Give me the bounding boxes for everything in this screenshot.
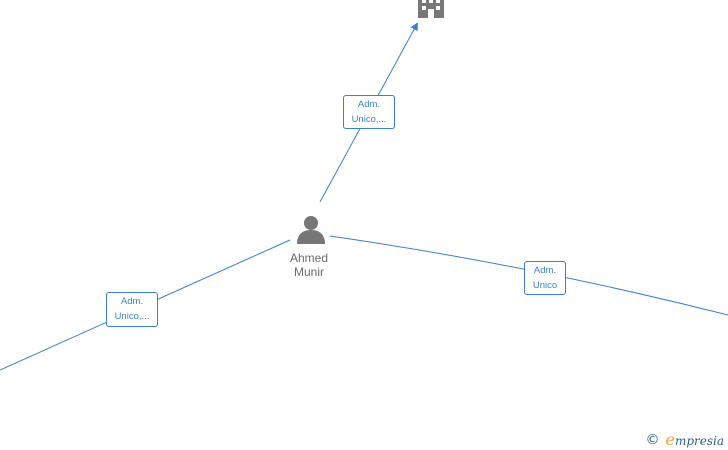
edge-label-left-line2: Unico,... <box>114 311 150 322</box>
person-last-name: Munir <box>293 265 324 279</box>
brand-logo: empresia <box>665 430 724 449</box>
edge-label-left[interactable]: Adm. Unico,... <box>106 292 158 327</box>
brand-initial: e <box>665 430 675 449</box>
edge-label-right-line2: Unico <box>532 280 558 291</box>
person-first-name: Ahmed <box>289 251 329 265</box>
edge-label-top[interactable]: Adm. Unico,... <box>343 95 395 129</box>
copyright-icon: © <box>645 431 660 448</box>
building-icon[interactable] <box>418 0 444 18</box>
edge-label-right-line1: Adm. <box>533 265 557 276</box>
edge-label-left-line1: Adm. <box>120 296 144 307</box>
edge-label-top-line2: Unico,... <box>351 114 387 125</box>
empresia-watermark: © empresia <box>645 430 724 449</box>
edge-label-top-line1: Adm. <box>357 99 381 110</box>
brand-name-rest: mpresia <box>674 434 724 448</box>
edge-label-right[interactable]: Adm. Unico <box>524 261 566 295</box>
person-icon[interactable] <box>297 216 325 244</box>
person-name-label[interactable]: Ahmed Munir <box>279 251 339 279</box>
